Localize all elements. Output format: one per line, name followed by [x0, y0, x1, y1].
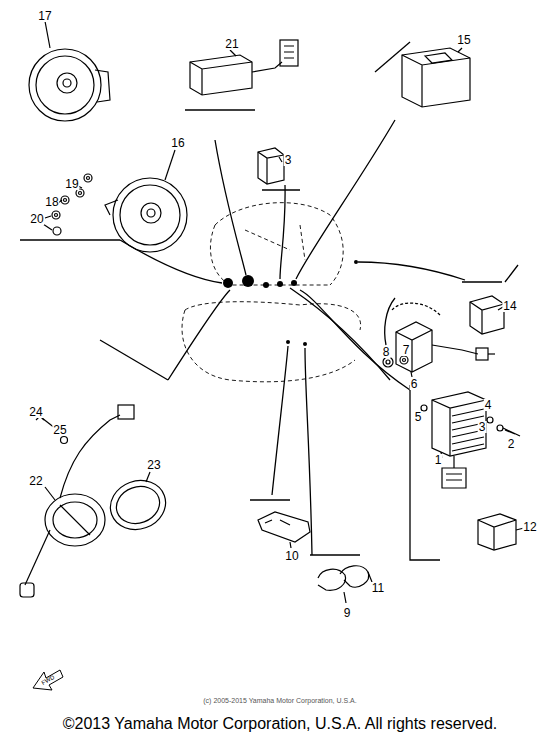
mount-points	[223, 260, 358, 346]
callout-number: 5	[414, 411, 423, 423]
fuel-sender	[20, 405, 134, 597]
control-unit	[190, 40, 298, 95]
callout-number: 16	[170, 137, 185, 149]
cooling-fin	[452, 444, 484, 451]
callout-number: 6	[410, 378, 419, 390]
frame-outline	[182, 203, 361, 382]
callout-number: 18	[44, 196, 59, 208]
relay	[470, 296, 504, 334]
callout-number: 12	[522, 521, 537, 533]
callout-number: 24	[28, 406, 43, 418]
horn	[105, 150, 187, 252]
callout-number: 20	[29, 213, 44, 225]
callout-number: 14	[502, 300, 517, 312]
callout-number: 8	[382, 346, 391, 358]
direction-label: FWD	[41, 674, 56, 686]
callout-number: 3	[478, 421, 487, 433]
callout-number: 3	[284, 154, 293, 166]
callout-number: 9	[343, 607, 352, 619]
callout-number: 4	[484, 399, 493, 411]
copyright-line: ©2013 Yamaha Motor Corporation, U.S.A. A…	[63, 716, 498, 732]
callout-number: 19	[64, 178, 79, 190]
electrical-box	[402, 48, 470, 107]
callout-number: 21	[224, 38, 239, 50]
callout-number: 11	[371, 582, 385, 594]
wire-clamp	[318, 566, 372, 603]
cooling-fin	[452, 409, 484, 416]
callout-number: 25	[52, 424, 67, 436]
relay	[478, 514, 524, 550]
callout-number: 15	[456, 34, 471, 46]
forward-arrow	[33, 670, 63, 690]
gasket	[103, 472, 172, 537]
horn	[29, 21, 110, 121]
callout-number: 17	[37, 10, 52, 22]
washers	[40, 174, 92, 235]
callout-number: 23	[146, 459, 161, 471]
callout-number: 2	[507, 438, 516, 450]
flasher-relay	[392, 303, 495, 377]
copyright-note: (c) 2005-2015 Yamaha Motor Corporation, …	[203, 697, 356, 704]
callout-number: 10	[284, 550, 299, 562]
relay	[258, 148, 284, 184]
callout-number: 22	[28, 475, 43, 487]
callout-number: 1	[434, 454, 443, 466]
rectifier-regulator	[421, 392, 520, 488]
bolt-washer	[36, 414, 68, 444]
cooling-fin	[452, 437, 484, 444]
callout-number: 7	[402, 344, 411, 356]
bracket	[258, 512, 310, 548]
group-brackets	[20, 42, 518, 560]
